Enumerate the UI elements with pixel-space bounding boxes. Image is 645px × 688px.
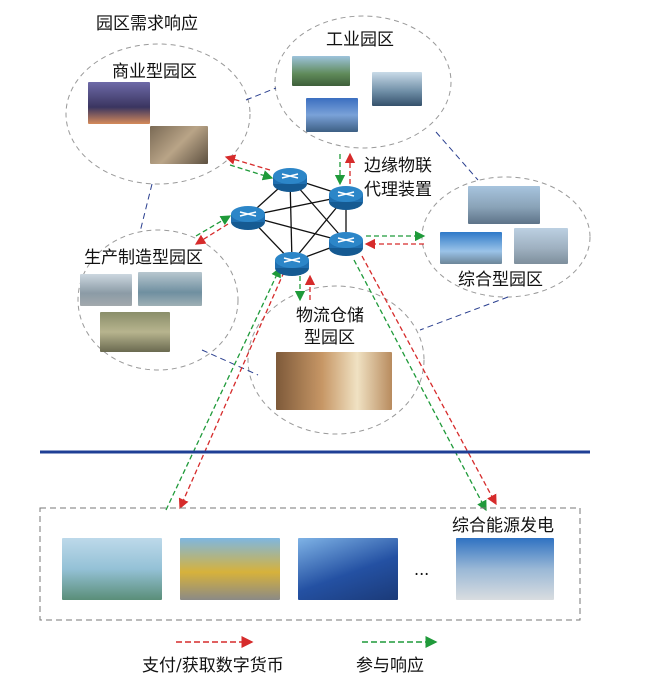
router-icon bbox=[231, 206, 265, 230]
industrial-park-ellipse bbox=[274, 15, 452, 149]
generation-ellipsis: ... bbox=[414, 560, 430, 579]
generation-photo-gas bbox=[180, 538, 280, 600]
industrial-photo-1 bbox=[292, 56, 350, 86]
commercial-park-ellipse bbox=[65, 43, 251, 185]
industrial-photo-2 bbox=[372, 72, 422, 106]
edge-proxy-label-1: 边缘物联 bbox=[364, 156, 432, 176]
diagram-title: 园区需求响应 bbox=[96, 14, 198, 34]
router-icon bbox=[329, 186, 363, 210]
edge-proxy-label-2: 代理装置 bbox=[364, 180, 432, 200]
generation-photo-wind bbox=[62, 538, 162, 600]
commercial-photo-aerial bbox=[150, 126, 208, 164]
manufacturing-photo-1 bbox=[80, 274, 132, 306]
generation-photo-thermal bbox=[456, 538, 554, 600]
industrial-park-label: 工业园区 bbox=[326, 30, 394, 50]
logistics-park-label-1: 物流仓储 bbox=[296, 306, 364, 326]
generation-label: 综合能源发电 bbox=[452, 516, 554, 536]
legend-green-label: 参与响应 bbox=[356, 656, 424, 676]
industrial-photo-3 bbox=[306, 98, 358, 132]
router-icon bbox=[273, 168, 307, 192]
comprehensive-park-label: 综合型园区 bbox=[458, 270, 543, 290]
manufacturing-park-ellipse bbox=[77, 229, 239, 371]
comprehensive-photo-1 bbox=[468, 186, 540, 224]
manufacturing-park-label: 生产制造型园区 bbox=[84, 248, 203, 268]
logistics-park-label-2: 型园区 bbox=[304, 328, 355, 348]
comprehensive-photo-2 bbox=[440, 232, 502, 264]
generation-box bbox=[39, 507, 581, 621]
logistics-photo-warehouse bbox=[276, 352, 392, 410]
generation-photo-solar bbox=[298, 538, 398, 600]
commercial-park-label: 商业型园区 bbox=[112, 62, 197, 82]
legend-red-label: 支付/获取数字货币 bbox=[142, 656, 284, 676]
park-links bbox=[139, 87, 509, 376]
flow-arrows bbox=[165, 152, 497, 512]
comprehensive-photo-3 bbox=[514, 228, 568, 264]
commercial-photo-night-city bbox=[88, 82, 150, 124]
manufacturing-photo-2 bbox=[138, 272, 202, 306]
logistics-park-ellipse bbox=[247, 285, 425, 435]
router-icon bbox=[329, 232, 363, 256]
manufacturing-photo-3 bbox=[100, 312, 170, 352]
router-icon bbox=[275, 252, 309, 276]
